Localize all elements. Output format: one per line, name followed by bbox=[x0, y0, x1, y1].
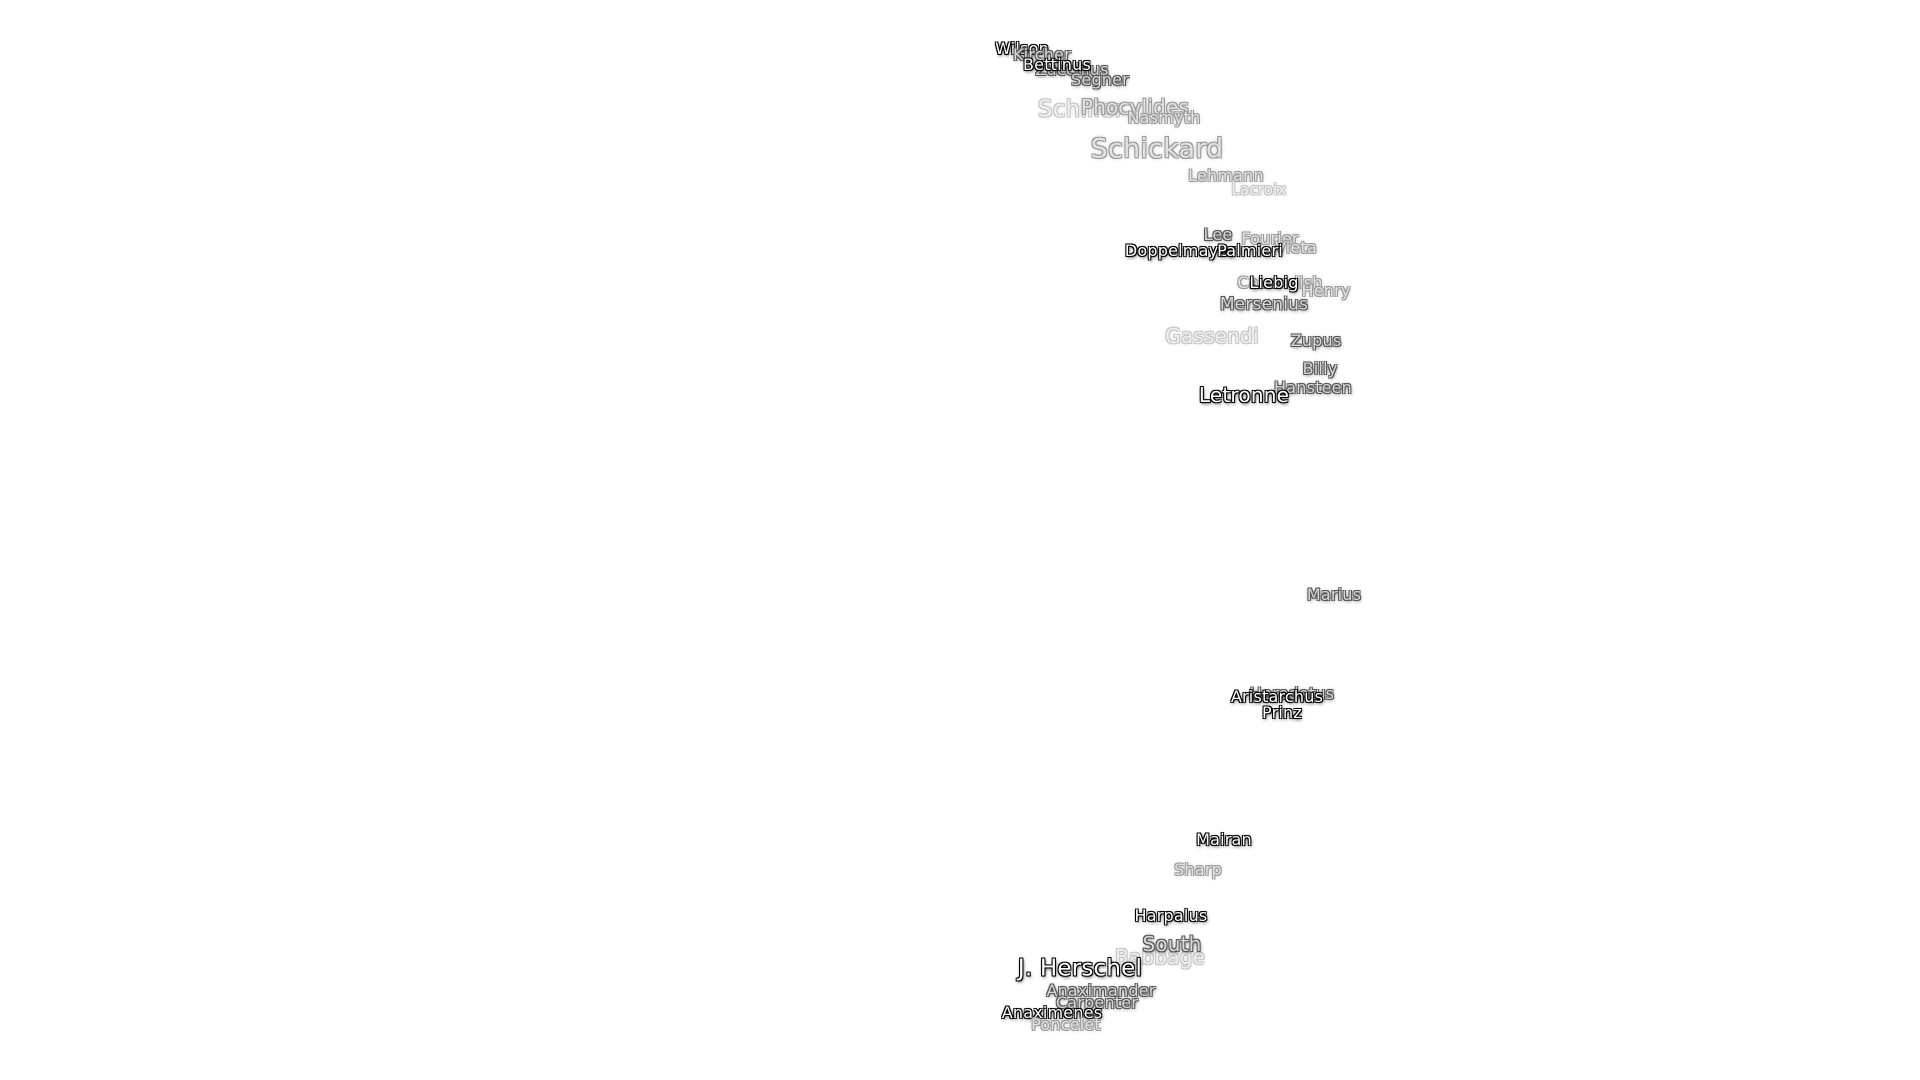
crater-label-nasmyth: Nasmyth bbox=[1127, 108, 1201, 127]
crater-label-kircher: Kircher bbox=[1013, 45, 1071, 64]
crater-label-mersenius: Mersenius bbox=[1219, 294, 1309, 315]
crater-label-segner: Segner bbox=[1071, 70, 1129, 89]
crater-label-anaximander: Anaximander bbox=[1046, 981, 1156, 1000]
crater-label-lehmann: Lehmann bbox=[1188, 166, 1264, 185]
crater-label-cavendish: Cavendish bbox=[1237, 273, 1323, 292]
crater-label-prinz: Prinz bbox=[1262, 703, 1302, 722]
crater-label-zucchius: Zucchius bbox=[1035, 60, 1109, 79]
crater-label-letronne: Letronne bbox=[1198, 383, 1290, 407]
crater-label-liebig: Liebig bbox=[1249, 273, 1299, 292]
crater-label-poncelet: Poncelet bbox=[1031, 1015, 1101, 1034]
crater-label-schiller: Schiller bbox=[1037, 96, 1125, 123]
crater-label-hansteen: Hansteen bbox=[1273, 378, 1353, 397]
crater-label-herodotus: Herodotus bbox=[1249, 684, 1335, 703]
crater-label-babbage: Babbage bbox=[1114, 945, 1206, 969]
crater-label-anaximenes: Anaximenes bbox=[1001, 1003, 1103, 1022]
crater-label-phocylides: Phocylides bbox=[1080, 95, 1190, 119]
crater-label-lacroix: Lacroix bbox=[1231, 180, 1287, 199]
crater-label-bettinus: Bettinus bbox=[1022, 55, 1092, 74]
crater-label-carpenter: Carpenter bbox=[1055, 993, 1139, 1012]
crater-label-sharp: Sharp bbox=[1174, 860, 1222, 879]
crater-label-vieta: Vieta bbox=[1275, 238, 1317, 257]
crater-label-billy: Billy bbox=[1302, 359, 1338, 378]
crater-label-doppelmayer: Doppelmayer bbox=[1124, 241, 1236, 260]
crater-label-henry: Henry bbox=[1301, 281, 1351, 300]
crater-label-palmieri: Palmieri bbox=[1217, 241, 1283, 260]
crater-label-schickard: Schickard bbox=[1090, 133, 1224, 165]
crater-label-mairan: Mairan bbox=[1196, 830, 1252, 849]
crater-label-j-herschel: J. Herschel bbox=[1017, 955, 1143, 982]
crater-label-lee: Lee bbox=[1203, 225, 1233, 244]
crater-label-south: South bbox=[1142, 932, 1202, 956]
crater-label-gassendi: Gassendi bbox=[1165, 324, 1259, 348]
crater-label-harpalus: Harpalus bbox=[1134, 906, 1208, 925]
crater-label-wilson: Wilson bbox=[995, 39, 1049, 58]
crater-label-zupus: Zupus bbox=[1290, 331, 1342, 350]
crater-label-aristarchus: Aristarchus bbox=[1230, 687, 1324, 706]
crater-label-fourier: Fourier bbox=[1241, 229, 1299, 248]
crater-label-marius: Marius bbox=[1306, 585, 1362, 604]
